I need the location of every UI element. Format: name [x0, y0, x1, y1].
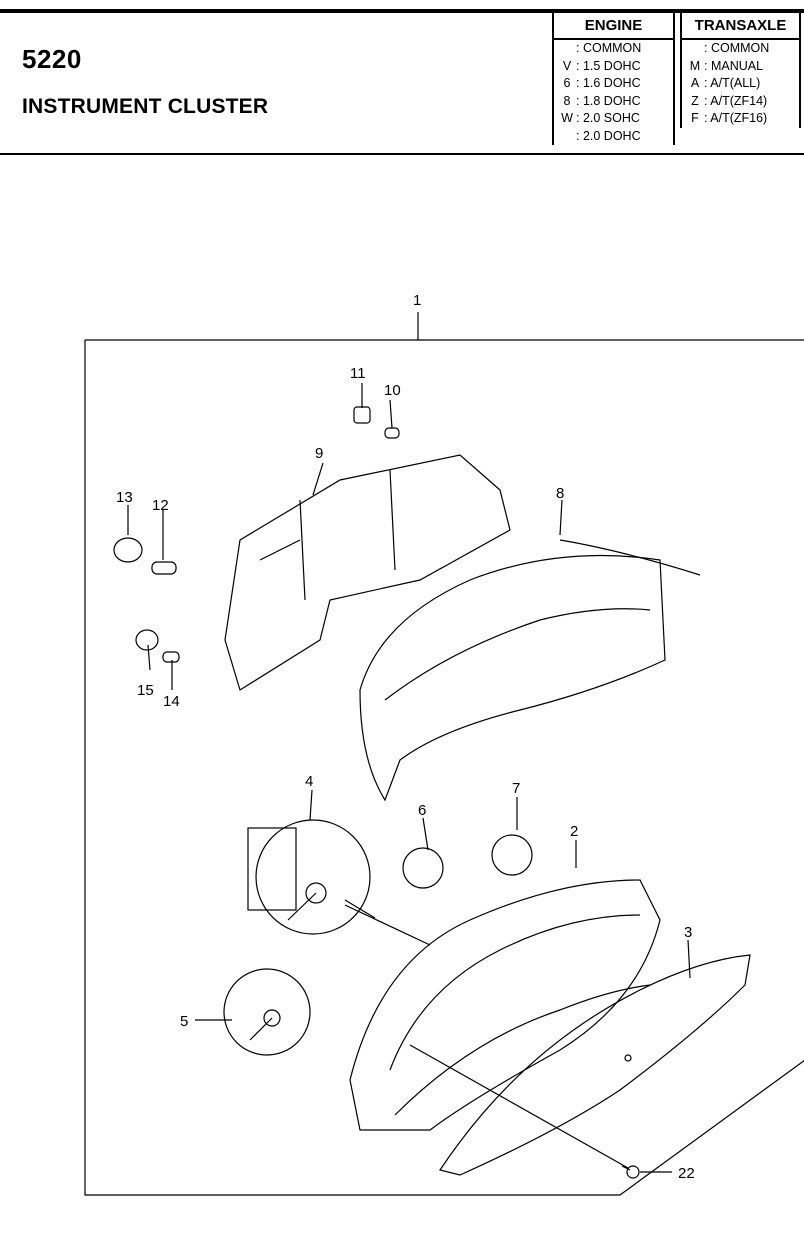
callout-13: 13 [116, 489, 133, 506]
engine-legend-row: V: 1.5 DOHC [562, 58, 641, 73]
engine-legend-row: : COMMON [576, 41, 642, 56]
cluster-case [359, 554, 666, 802]
speedometer-backplate [247, 827, 297, 911]
engine-legend-row: : 2.0 DOHC [576, 128, 641, 143]
header-top-rule [0, 9, 804, 13]
transaxle-legend-row: Z: A/T(ZF14) [691, 93, 768, 108]
cluster-glass [439, 954, 751, 1176]
callout-7: 7 [512, 780, 520, 797]
section-number: 5220 [22, 44, 82, 74]
callout-14: 14 [163, 693, 180, 710]
callout-3: 3 [684, 924, 692, 941]
callout-15: 15 [137, 682, 154, 699]
tachometer-dial [223, 968, 311, 1056]
callout-1: 1 [413, 292, 421, 309]
transaxle-legend: TRANSAXLE : COMMON M: MANUAL A: A/T(ALL)… [680, 13, 801, 128]
callout-10: 10 [384, 382, 401, 399]
callout-2: 2 [570, 823, 578, 840]
callout-11: 11 [350, 365, 366, 382]
front-panel [349, 879, 661, 1131]
transaxle-legend-title: TRANSAXLE [681, 13, 800, 40]
transaxle-legend-row: F: A/T(ZF16) [691, 111, 768, 126]
callout-5: 5 [180, 1013, 188, 1030]
transaxle-legend-row: : COMMON [704, 41, 770, 56]
callout-6: 6 [418, 802, 426, 819]
engine-legend-row: W: 2.0 SOHC [561, 111, 640, 126]
transaxle-legend-row: A: A/T(ALL) [690, 76, 761, 91]
callout-4: 4 [305, 773, 313, 790]
gauge-6 [402, 847, 444, 889]
section-title: INSTRUMENT CLUSTER [22, 95, 269, 118]
header-bottom-rule [0, 153, 804, 155]
screw-22 [626, 1165, 640, 1179]
engine-legend-title: ENGINE [553, 13, 674, 40]
printed-circuit-plate [224, 454, 511, 691]
engine-legend-row: 8: 1.8 DOHC [563, 93, 641, 108]
callout-12: 12 [152, 497, 169, 514]
engine-legend: ENGINE : COMMON V: 1.5 DOHC 6: 1.6 DOHC … [552, 13, 675, 145]
engine-legend-row: 6: 1.6 DOHC [563, 76, 641, 91]
callout-9: 9 [315, 445, 323, 462]
callout-22: 22 [678, 1165, 695, 1182]
exploded-parts-diagram: 1 2 3 4 5 6 7 8 9 10 11 12 13 14 15 22 [84, 292, 804, 1196]
speedometer-dial [255, 819, 371, 935]
gauge-7 [491, 834, 533, 876]
callout-8: 8 [556, 485, 564, 502]
transaxle-legend-row: M: MANUAL [689, 58, 764, 73]
